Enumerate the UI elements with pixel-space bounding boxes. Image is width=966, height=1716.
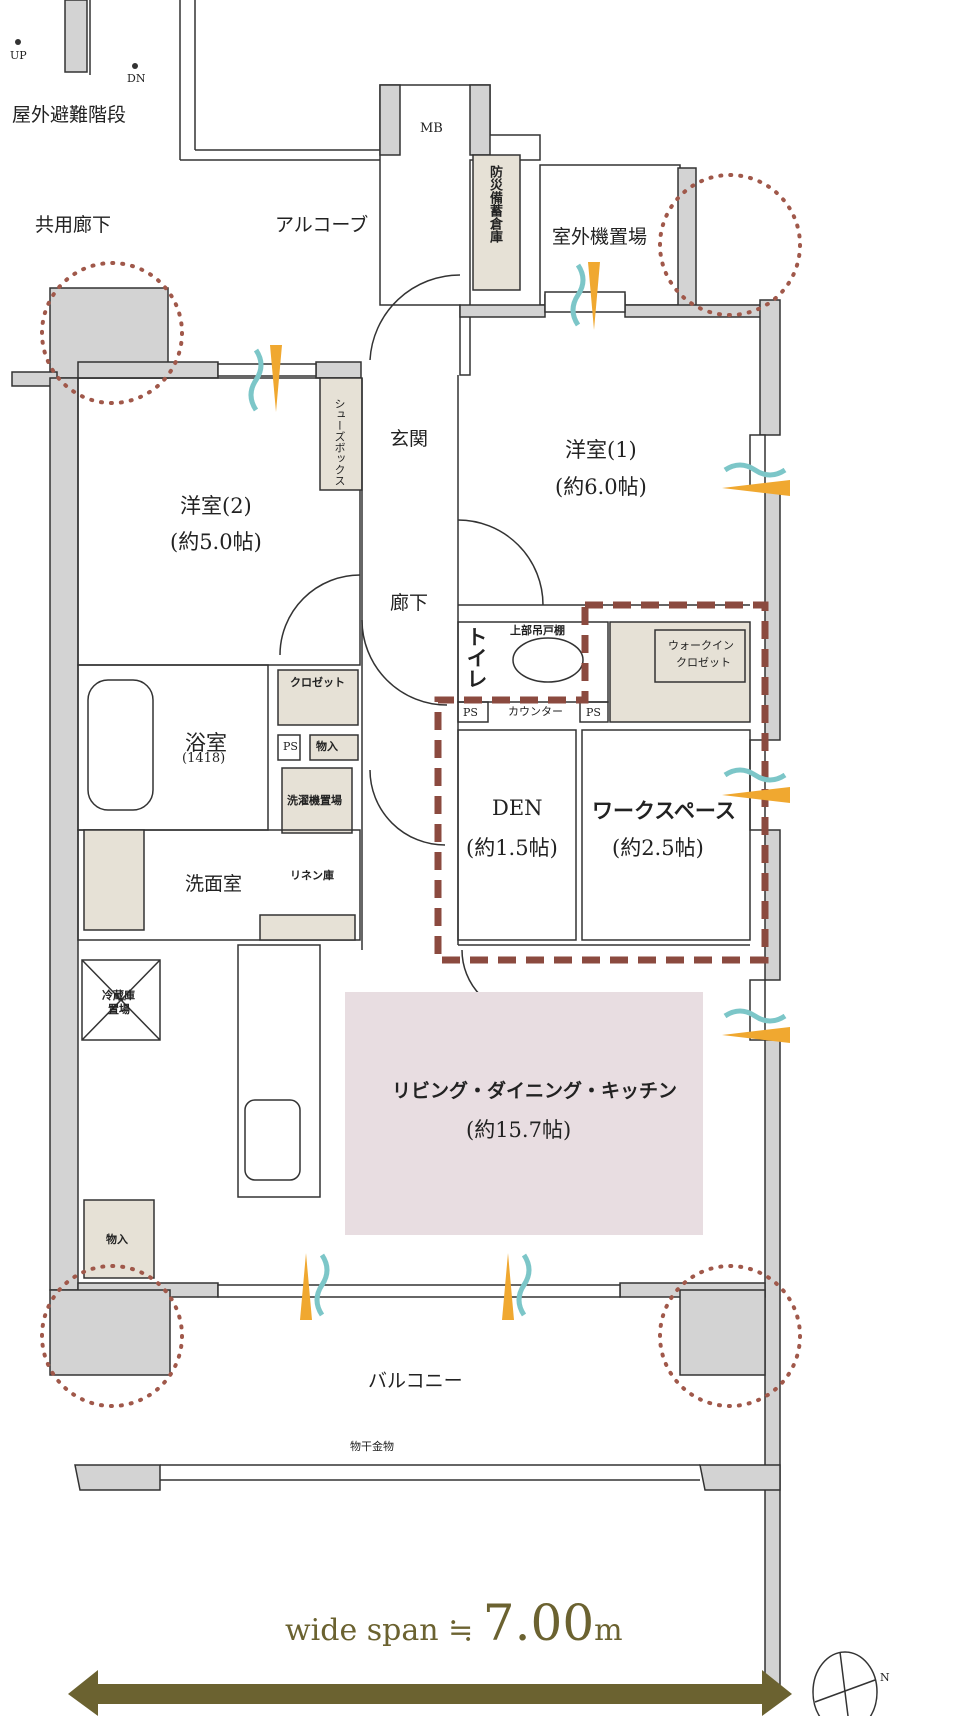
mb-label: MB xyxy=(420,121,443,136)
disaster-storage-label: 防災備蓄倉庫 xyxy=(487,165,502,243)
balcony-label: バルコニー xyxy=(368,1370,463,1392)
alcove-label: アルコーブ xyxy=(275,214,369,236)
den-name: DEN xyxy=(492,796,543,820)
room2-size: (約5.0帖) xyxy=(170,530,262,554)
ldk-size: (約15.7帖) xyxy=(466,1118,572,1142)
room1-size: (約6.0帖) xyxy=(555,475,647,499)
walk-in-closet-label-2: クロゼット xyxy=(676,656,731,669)
outdoor-unit-label: 室外機置場 xyxy=(552,226,648,248)
den-highlight xyxy=(434,601,769,964)
storage-label: 物入 xyxy=(106,1233,128,1246)
workspace-name: ワークスペース xyxy=(592,798,736,823)
disaster-storage xyxy=(472,154,521,291)
counter-label: カウンター xyxy=(508,705,563,718)
compass-north-label: N xyxy=(880,1671,890,1684)
stairs-down-label: DN xyxy=(127,72,146,85)
ventilation-icons xyxy=(248,262,790,1320)
ps-label: PS xyxy=(586,706,601,719)
upper-cabinet-label: 上部吊戸棚 xyxy=(510,624,565,637)
wide-span-unit: m xyxy=(594,1613,623,1648)
compass-icon xyxy=(812,1651,878,1716)
drying-hardware-label: 物干金物 xyxy=(350,1440,394,1453)
corridor-label: 廊下 xyxy=(390,592,429,614)
washer-label: 洗濯機置場 xyxy=(287,794,342,807)
wide-span-label: wide span ≒ 7.00m xyxy=(285,1598,623,1648)
bath-name: 浴室 xyxy=(185,731,227,755)
common-corridor-label: 共用廊下 xyxy=(35,214,112,236)
linen-label: リネン庫 xyxy=(290,869,334,882)
toilet-label: トイレ xyxy=(464,626,489,689)
ps-label: PS xyxy=(463,706,478,719)
wide-span-value: 7.00 xyxy=(482,1594,595,1652)
den-size: (約1.5帖) xyxy=(466,836,558,860)
bath-size: (1418) xyxy=(182,751,226,766)
washroom-label: 洗面室 xyxy=(185,873,243,895)
ldk-name: リビング・ダイニング・キッチン xyxy=(392,1080,678,1102)
wide-span-arrow xyxy=(68,1670,792,1716)
wide-span-text: wide span ≒ xyxy=(285,1613,483,1648)
walk-in-closet-label-1: ウォークイン xyxy=(668,639,734,652)
stairs-up-label: UP xyxy=(10,49,27,62)
workspace-size: (約2.5帖) xyxy=(612,836,704,860)
stair-wall xyxy=(64,0,88,73)
closet-label: クロゼット xyxy=(290,676,345,689)
fridge-label-1: 冷蔵庫 xyxy=(102,989,135,1002)
storage-label: 物入 xyxy=(316,740,338,753)
room1-name: 洋室(1) xyxy=(565,438,637,462)
ps-label: PS xyxy=(283,740,298,753)
room2-name: 洋室(2) xyxy=(180,494,252,518)
fridge-label-2: 置場 xyxy=(108,1003,130,1016)
shoe-box-label: シューズボックス xyxy=(333,398,346,486)
entrance-label: 玄関 xyxy=(390,428,429,450)
ldk-area xyxy=(345,992,703,1235)
left-wall xyxy=(49,377,79,1291)
stairs-label: 屋外避難階段 xyxy=(12,104,127,126)
